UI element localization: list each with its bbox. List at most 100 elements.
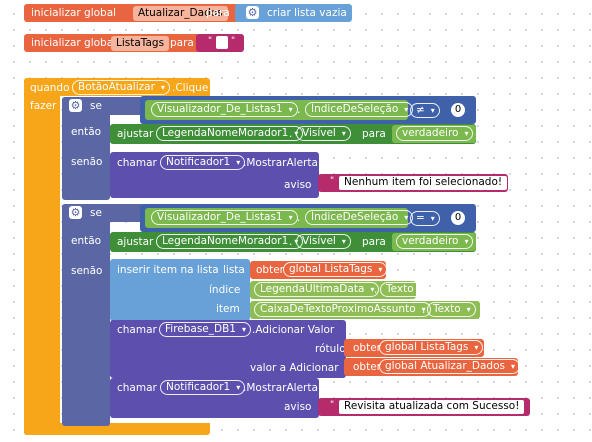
compare-block[interactable]: Visualizador_De_Listas1▾ . ÍndiceDeSeleç… xyxy=(140,204,476,232)
when-label: quando xyxy=(30,82,70,94)
operator-dropdown[interactable]: =▾ xyxy=(410,211,440,226)
then-label: então xyxy=(71,126,102,138)
init-listatags-block[interactable]: inicializar global ListaTags para xyxy=(24,34,200,52)
quote-open-icon: " xyxy=(330,176,335,186)
method-label: .Adicionar Valor xyxy=(252,324,335,336)
text-value-field[interactable] xyxy=(216,36,228,49)
component-dropdown[interactable]: Firebase_DB1▾ xyxy=(159,322,251,337)
quote-close-icon: " xyxy=(498,176,503,186)
create-empty-list-block[interactable]: ⚙ criar lista vazia xyxy=(235,4,352,22)
variable-dropdown[interactable]: global Atualizar_Dados▾ xyxy=(379,359,520,374)
dot-label: . xyxy=(289,236,293,248)
property-dropdown[interactable]: ÍndiceDeSeleção▾ xyxy=(305,102,414,117)
variable-dropdown[interactable]: global ListaTags▾ xyxy=(379,340,484,355)
component-dropdown[interactable]: Notificador1 ▾ xyxy=(160,155,246,170)
get-variable-block[interactable]: obter global Atualizar_Dados▾ xyxy=(344,358,520,376)
boolean-value: verdadeiro xyxy=(402,235,459,247)
arg-label: aviso xyxy=(284,179,312,191)
else-label: senão xyxy=(71,265,103,277)
component-getter-block[interactable]: Visualizador_De_Listas1▾ . ÍndiceDeSeleç… xyxy=(145,208,414,228)
boolean-block[interactable]: verdadeiro▾ xyxy=(392,125,476,143)
property-name: Visível xyxy=(302,235,336,247)
property-dropdown[interactable]: Visível ▾ xyxy=(296,234,351,249)
quote-close-icon: " xyxy=(520,400,525,410)
variable-name-field[interactable]: ListaTags xyxy=(111,36,170,51)
component-name: Visualizador_De_Listas1 xyxy=(157,211,283,223)
firebase-store-block[interactable]: chamar Firebase_DB1▾ .Adicionar Valor ró… xyxy=(110,320,346,378)
text-value-field[interactable]: Nenhum item foi selecionado! xyxy=(339,176,508,190)
index-arg-label: índice xyxy=(209,284,241,296)
chevron-down-icon: ▾ xyxy=(341,129,346,138)
property-dropdown[interactable]: Texto▾ xyxy=(427,302,476,317)
component-getter-block[interactable]: LegendaUltimaData▾ . Texto▾ xyxy=(250,281,429,299)
component-name: Visualizador_De_Listas1 xyxy=(157,103,283,115)
method-label: .MostrarAlerta xyxy=(243,382,318,394)
component-name: LegendaNomeMorador1 xyxy=(162,127,289,139)
chevron-down-icon: ▾ xyxy=(378,265,383,274)
insert-label: inserir item na lista xyxy=(117,264,219,276)
get-label: obter xyxy=(353,342,381,354)
get-variable-block[interactable]: obter global ListaTags▾ xyxy=(250,261,388,279)
chevron-down-icon: ▾ xyxy=(160,83,165,92)
component-name: Notificador1 xyxy=(166,156,231,168)
gear-icon[interactable]: ⚙ xyxy=(69,206,82,219)
component-getter-block[interactable]: Visualizador_De_Listas1▾ . ÍndiceDeSeleç… xyxy=(145,100,414,120)
chevron-down-icon: ▾ xyxy=(236,383,241,392)
component-dropdown[interactable]: CaixaDeTextoProximoAssunto▾ xyxy=(254,302,431,317)
property-dropdown[interactable]: ÍndiceDeSeleção ▾ xyxy=(305,210,414,225)
compare-block[interactable]: Visualizador_De_Listas1▾ . ÍndiceDeSeleç… xyxy=(140,96,476,124)
call-label: chamar xyxy=(117,324,157,336)
boolean-block[interactable]: verdadeiro▾ xyxy=(392,233,476,251)
property-name: ÍndiceDeSeleção xyxy=(311,211,399,223)
init-atualizar-dados-block[interactable]: inicializar global Atualizar_Dados para xyxy=(24,4,239,22)
call-label: chamar xyxy=(117,157,157,169)
component-dropdown[interactable]: Visualizador_De_Listas1 ▾ xyxy=(151,210,298,225)
property-dropdown[interactable]: Texto▾ xyxy=(380,282,429,297)
empty-text-block[interactable]: " " xyxy=(196,34,244,52)
if-else-block-2[interactable] xyxy=(62,204,110,426)
to-label: para xyxy=(362,236,386,248)
insert-list-item-block[interactable]: inserir item na lista lista índice item xyxy=(110,259,250,321)
create-empty-list-label: criar lista vazia xyxy=(267,7,347,19)
value-arg-label: valor a Adicionar xyxy=(250,362,339,374)
event-block[interactable]: quando BotãoAtualizar▾ .Clique fazer xyxy=(24,78,212,435)
component-dropdown[interactable]: LegendaUltimaData▾ xyxy=(254,282,380,297)
chevron-down-icon: ▾ xyxy=(288,213,293,222)
call-alert-block[interactable]: chamar Notificador1▾ .MostrarAlerta avis… xyxy=(110,152,319,198)
get-label: obter xyxy=(353,361,381,373)
gear-icon[interactable]: ⚙ xyxy=(246,6,259,19)
number-field[interactable]: 0 xyxy=(451,103,465,117)
set-property-block[interactable]: ajustar LegendaNomeMorador1▾ . Visível▾ … xyxy=(110,232,476,252)
chevron-down-icon: ▾ xyxy=(404,213,409,222)
else-label: senão xyxy=(71,156,103,168)
set-property-block[interactable]: ajustar LegendaNomeMorador1▾ . Visível▾ … xyxy=(110,124,476,144)
if-label: se xyxy=(90,207,102,219)
text-block[interactable]: " Nenhum item foi selecionado! " xyxy=(318,174,508,192)
item-arg-label: item xyxy=(216,303,240,315)
event-footer xyxy=(24,423,210,435)
get-variable-block[interactable]: obter global ListaTags▾ xyxy=(344,339,484,357)
gear-icon[interactable]: ⚙ xyxy=(69,99,82,112)
component-dropdown[interactable]: Notificador1▾ xyxy=(160,380,246,395)
chevron-down-icon: ▾ xyxy=(419,285,424,294)
boolean-dropdown[interactable]: verdadeiro▾ xyxy=(396,234,474,249)
boolean-dropdown[interactable]: verdadeiro▾ xyxy=(396,126,474,141)
text-block[interactable]: " Revisita atualizada com Sucesso! " xyxy=(318,398,530,416)
property-dropdown[interactable]: Visível▾ xyxy=(296,126,351,141)
component-getter-block[interactable]: CaixaDeTextoProximoAssunto▾ . Texto▾ xyxy=(250,301,480,319)
variable-name-field[interactable]: Atualizar_Dados xyxy=(133,6,228,21)
chevron-down-icon: ▾ xyxy=(341,237,346,246)
component-dropdown[interactable]: LegendaNomeMorador1▾ xyxy=(156,234,304,249)
text-value-field[interactable]: Revisita atualizada com Sucesso! xyxy=(339,400,525,414)
component-dropdown[interactable]: LegendaNomeMorador1▾ xyxy=(156,126,304,141)
chevron-down-icon: ▾ xyxy=(236,158,241,167)
operator-symbol: = xyxy=(416,212,425,224)
operator-dropdown[interactable]: ≠▾ xyxy=(410,103,440,118)
number-field[interactable]: 0 xyxy=(451,211,465,225)
variable-dropdown[interactable]: global ListaTags▾ xyxy=(283,262,388,277)
event-component-dropdown[interactable]: BotãoAtualizar▾ xyxy=(72,80,170,95)
component-dropdown[interactable]: Visualizador_De_Listas1▾ xyxy=(151,102,298,117)
call-alert-block[interactable]: chamar Notificador1▾ .MostrarAlerta avis… xyxy=(110,378,319,418)
then-label: então xyxy=(71,235,102,247)
property-name: Texto xyxy=(433,303,461,315)
